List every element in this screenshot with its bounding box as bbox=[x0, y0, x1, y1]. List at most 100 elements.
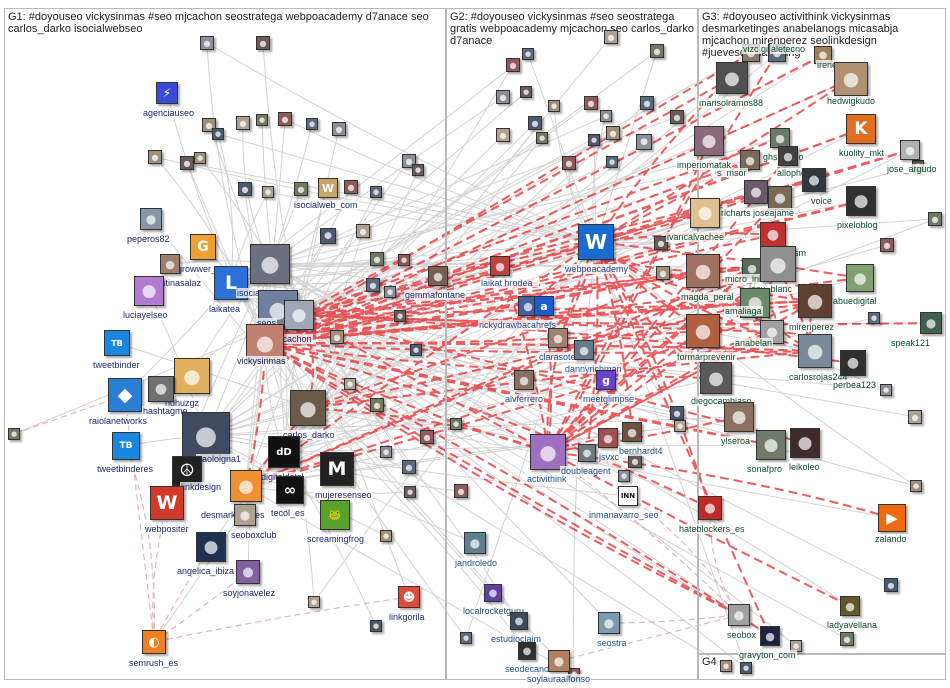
node-semrush-es[interactable]: ◐ bbox=[142, 630, 166, 654]
node-carlos-darko[interactable]: ● bbox=[290, 390, 326, 426]
node-linkgorila[interactable]: ☻ bbox=[398, 586, 420, 608]
node-imperiomatak[interactable]: ● bbox=[694, 126, 724, 156]
avatar[interactable]: ● bbox=[910, 480, 922, 492]
node-stinasalaz[interactable]: ● bbox=[160, 254, 180, 274]
node-mirenperez[interactable]: ● bbox=[798, 284, 832, 318]
node-hedwigkudo[interactable]: ● bbox=[834, 62, 868, 96]
node-perbea123[interactable]: ● bbox=[840, 350, 866, 376]
node-peperos82[interactable]: ● bbox=[140, 208, 162, 230]
avatar[interactable]: ● bbox=[330, 330, 344, 344]
avatar[interactable]: ● bbox=[606, 156, 618, 168]
avatar[interactable]: ● bbox=[194, 152, 206, 164]
avatar[interactable]: ● bbox=[640, 96, 654, 110]
avatar[interactable]: ● bbox=[344, 378, 356, 390]
node-linkdesign[interactable]: ☮ bbox=[172, 456, 202, 486]
node-allopher[interactable]: ● bbox=[778, 146, 798, 166]
node-laikatea[interactable]: L bbox=[214, 266, 248, 300]
avatar[interactable]: ● bbox=[884, 578, 898, 592]
node-voice[interactable]: ● bbox=[802, 168, 826, 192]
avatar[interactable]: ● bbox=[606, 126, 620, 140]
avatar[interactable]: ● bbox=[880, 384, 892, 396]
avatar[interactable]: ● bbox=[720, 660, 732, 672]
avatar[interactable]: ● bbox=[308, 596, 320, 608]
node-agenciauseo[interactable]: ⚡ bbox=[156, 82, 178, 104]
node-marisolramos88[interactable]: ● bbox=[716, 62, 748, 94]
avatar[interactable]: ● bbox=[320, 228, 336, 244]
node-tecol-es[interactable]: ∞ bbox=[276, 476, 304, 504]
node-jsvxc[interactable]: ● bbox=[598, 428, 618, 448]
avatar[interactable]: ● bbox=[394, 310, 406, 322]
node-growwer-[interactable]: G bbox=[190, 234, 216, 260]
node-ladyavellana[interactable]: ● bbox=[840, 596, 860, 616]
avatar[interactable]: ● bbox=[148, 150, 162, 164]
node-paoloigna1[interactable]: ● bbox=[182, 412, 230, 460]
node-pixeloblog[interactable]: ● bbox=[846, 186, 876, 216]
node-hateblockers-es[interactable]: ● bbox=[698, 496, 722, 520]
node-soyjonavelez[interactable]: ● bbox=[236, 560, 260, 584]
avatar[interactable]: ● bbox=[584, 96, 598, 110]
avatar[interactable]: ● bbox=[880, 238, 894, 252]
avatar[interactable]: ● bbox=[654, 236, 668, 250]
avatar[interactable]: ● bbox=[332, 122, 346, 136]
node-irene[interactable]: ● bbox=[814, 46, 832, 64]
avatar[interactable]: ● bbox=[410, 344, 422, 356]
avatar[interactable]: ● bbox=[506, 58, 520, 72]
node-luciayelseo[interactable]: ● bbox=[134, 276, 164, 306]
node-ahrefs[interactable]: a bbox=[534, 296, 554, 316]
node-seobox[interactable]: ● bbox=[728, 604, 750, 626]
avatar[interactable]: ● bbox=[496, 128, 510, 142]
avatar[interactable]: ● bbox=[278, 112, 292, 126]
node-isocia[interactable]: ● bbox=[250, 244, 290, 284]
node-ylseroa[interactable]: ● bbox=[724, 402, 754, 432]
avatar[interactable]: ● bbox=[600, 110, 612, 122]
node-gravyton-com[interactable]: ● bbox=[760, 626, 780, 646]
avatar[interactable]: ● bbox=[236, 116, 250, 130]
node-mujeresenseo[interactable]: M bbox=[320, 452, 354, 486]
avatar[interactable]: ● bbox=[740, 662, 752, 674]
node-desmarketinges[interactable]: ● bbox=[230, 470, 262, 502]
node-soylauraalfonso[interactable]: ● bbox=[548, 650, 570, 672]
avatar[interactable]: ● bbox=[522, 48, 534, 60]
node-sonafpro[interactable]: ● bbox=[756, 430, 786, 460]
node-seoboxclub[interactable]: ● bbox=[234, 504, 256, 526]
node-tweetbinder[interactable]: TB bbox=[104, 330, 130, 356]
node-ivancalvachee[interactable]: ● bbox=[690, 198, 720, 228]
node-alvferrero[interactable]: ● bbox=[514, 370, 534, 390]
node-bernhardt4[interactable]: ● bbox=[622, 422, 642, 442]
avatar[interactable]: ● bbox=[344, 180, 358, 194]
avatar[interactable]: ● bbox=[618, 470, 630, 482]
node-leikoleo[interactable]: ● bbox=[790, 428, 820, 458]
avatar[interactable]: ● bbox=[908, 410, 922, 424]
avatar[interactable]: ● bbox=[200, 36, 214, 50]
node-huhuzgz[interactable]: ● bbox=[174, 358, 210, 394]
avatar[interactable]: ● bbox=[450, 418, 462, 430]
avatar[interactable]: ● bbox=[460, 632, 472, 644]
node-localrocketguru[interactable]: ● bbox=[484, 584, 502, 602]
node-estudioclaim[interactable]: ● bbox=[510, 612, 528, 630]
avatar[interactable]: ● bbox=[212, 128, 224, 140]
avatar[interactable]: ● bbox=[520, 86, 532, 98]
avatar[interactable]: ● bbox=[420, 430, 434, 444]
avatar[interactable]: ● bbox=[604, 30, 618, 44]
avatar[interactable]: ● bbox=[536, 132, 548, 144]
avatar[interactable]: ● bbox=[370, 620, 382, 632]
node-webpositer[interactable]: W bbox=[150, 486, 184, 520]
node-magda-peral[interactable]: ● bbox=[686, 254, 720, 288]
avatar[interactable]: ● bbox=[454, 484, 468, 498]
node-digitaldotsl[interactable]: dD bbox=[268, 436, 300, 468]
avatar[interactable]: ● bbox=[8, 428, 20, 440]
node-clarasoteras[interactable]: ● bbox=[548, 328, 568, 348]
node-seostra[interactable]: ● bbox=[598, 612, 620, 634]
avatar[interactable]: ● bbox=[180, 156, 194, 170]
node-laikat-hrodea-[interactable]: ● bbox=[490, 256, 510, 276]
avatar[interactable]: ● bbox=[840, 632, 854, 646]
node-seodecano[interactable]: ● bbox=[518, 642, 536, 660]
node-isocialweb-com[interactable]: W bbox=[318, 178, 338, 198]
node-carlosrojas244[interactable]: ● bbox=[798, 334, 832, 368]
avatar[interactable]: ● bbox=[398, 254, 410, 266]
avatar[interactable]: ● bbox=[262, 186, 274, 198]
node-formarprevenir[interactable]: ● bbox=[686, 314, 720, 348]
node-kuolity-mkt[interactable]: K bbox=[846, 114, 876, 144]
node-jandroledo[interactable]: ● bbox=[464, 532, 486, 554]
node-joseajame[interactable]: ● bbox=[768, 186, 792, 210]
